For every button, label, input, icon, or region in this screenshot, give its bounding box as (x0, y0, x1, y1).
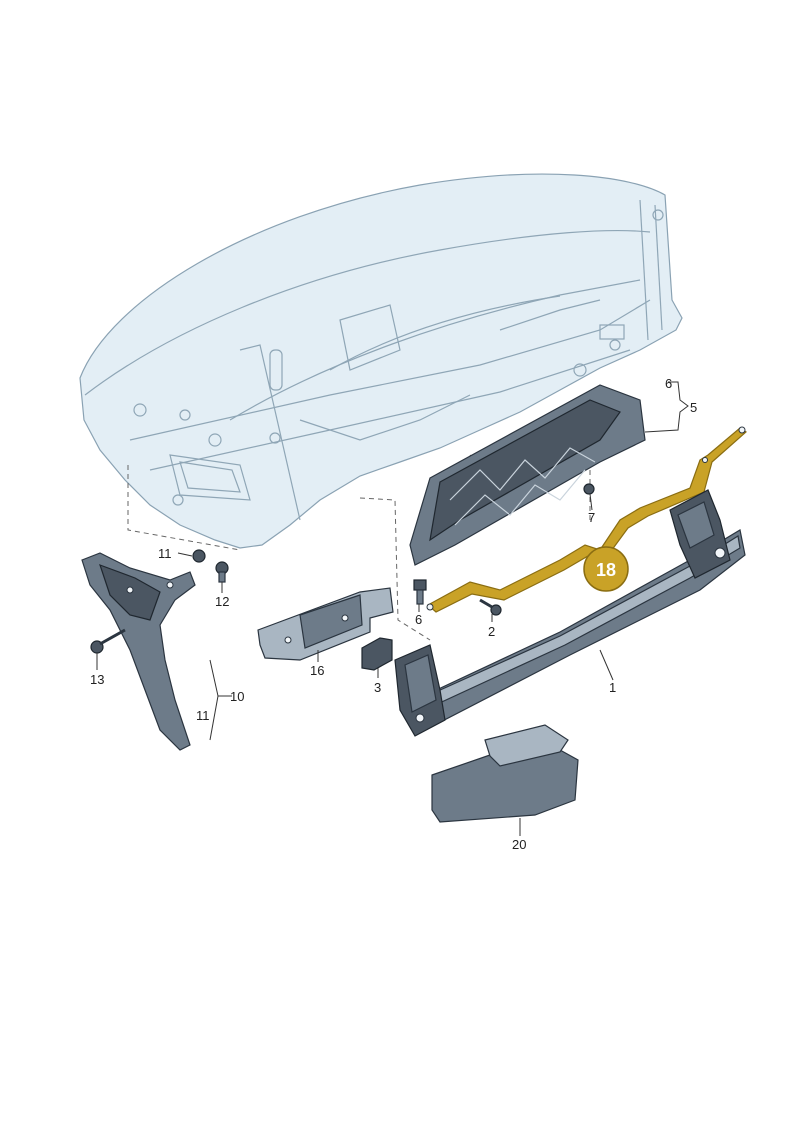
label-10: 10 (230, 689, 244, 704)
nut-7-icon (583, 483, 595, 495)
label-12: 12 (215, 594, 229, 609)
part-5-absorber (409, 384, 646, 566)
nut-11-icon (192, 549, 206, 563)
label-5: 5 (690, 400, 697, 415)
label-6-upper: 6 (665, 376, 672, 391)
part-3-pad (361, 637, 393, 671)
label-7: 7 (588, 510, 595, 525)
callout-labels: 1 2 3 5 6 6 7 10 11 11 12 13 16 20 (90, 376, 697, 852)
label-11-upper: 11 (158, 546, 172, 561)
part-16-bracket (257, 587, 394, 661)
label-20: 20 (512, 837, 526, 852)
car-rear-body (79, 173, 683, 549)
label-13: 13 (90, 672, 104, 687)
bolt-2-icon (479, 598, 502, 616)
highlight-badge-18: 18 (583, 546, 629, 592)
label-18: 18 (596, 560, 616, 580)
screw-13-icon (90, 628, 126, 654)
label-3: 3 (374, 680, 381, 695)
clip-12-icon (215, 561, 229, 583)
bolt-6-icon (413, 579, 427, 605)
label-11-lower: 11 (196, 708, 210, 723)
part-10-guide-bracket (81, 552, 196, 751)
label-2: 2 (488, 624, 495, 639)
fasteners (90, 483, 595, 654)
label-16: 16 (310, 663, 324, 678)
leader-lines (96, 381, 689, 836)
label-1: 1 (609, 680, 616, 695)
label-6-lower: 6 (415, 612, 422, 627)
part-1-bumper-beam (394, 489, 746, 737)
part-20-cover (431, 724, 579, 823)
part-18-seal-strip (426, 426, 747, 613)
